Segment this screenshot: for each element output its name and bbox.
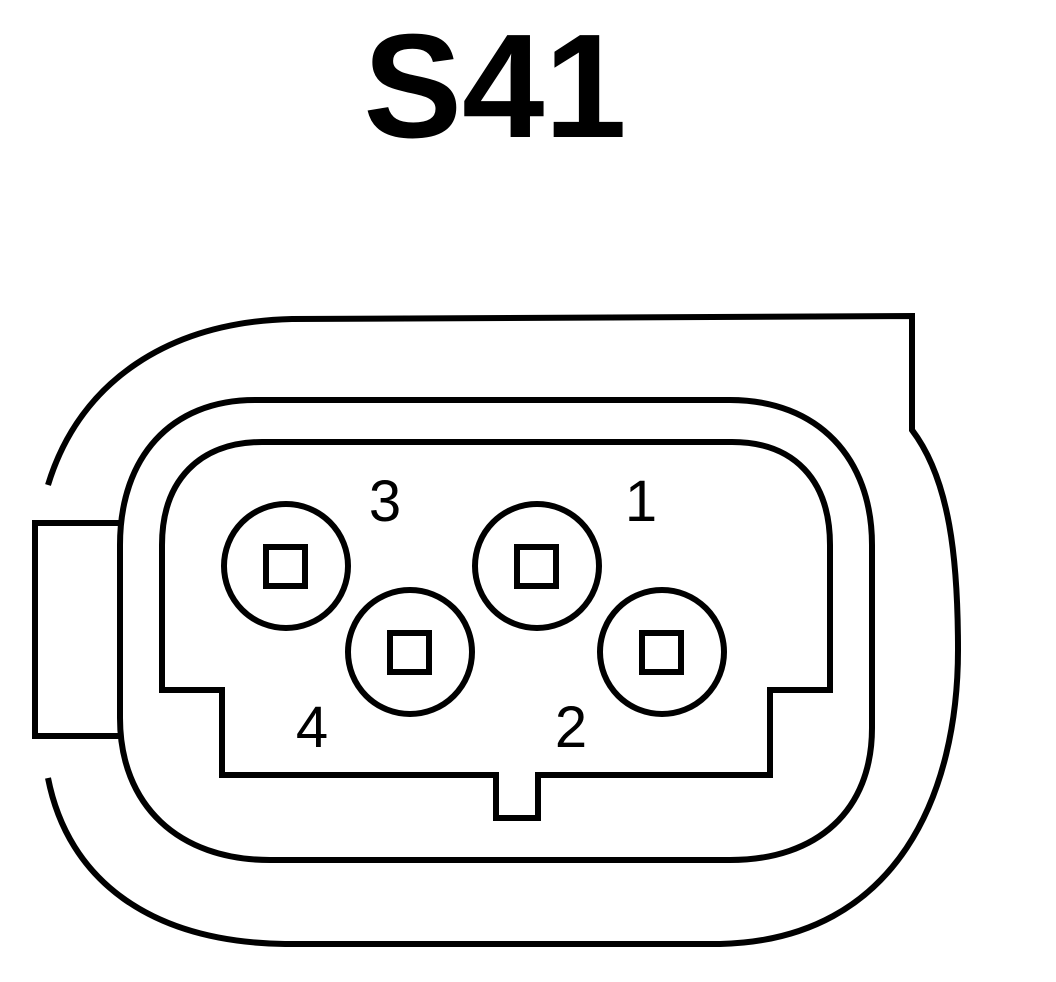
pin-2 — [597, 587, 727, 717]
pin-1-socket — [472, 501, 602, 631]
pin-label-1: 1 — [625, 469, 657, 534]
pin-label-2: 2 — [555, 695, 587, 760]
pin-1-contact — [514, 544, 559, 589]
pin-cavity — [159, 439, 833, 821]
pin-3-socket — [221, 501, 351, 631]
pin-1 — [472, 501, 602, 631]
pin-3-contact — [263, 544, 308, 589]
pin-2-socket — [597, 587, 727, 717]
pin-label-3: 3 — [369, 469, 401, 534]
pin-2-contact — [639, 630, 684, 675]
pin-4-contact — [387, 630, 432, 675]
pin-label-4: 4 — [296, 695, 328, 760]
connector-shell — [117, 397, 875, 863]
locking-tab — [32, 520, 122, 739]
pin-4 — [345, 587, 475, 717]
connector-title: S41 — [363, 4, 626, 169]
pin-4-socket — [345, 587, 475, 717]
pin-3 — [221, 501, 351, 631]
connector-housing-outline — [45, 312, 962, 947]
